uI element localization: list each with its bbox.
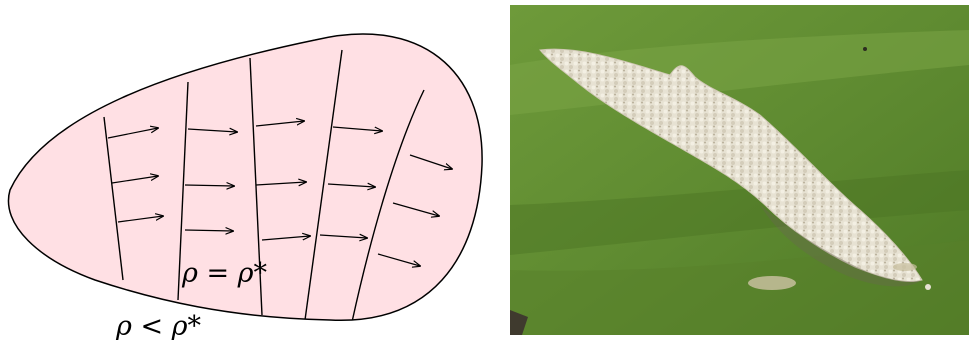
lone-animal bbox=[925, 284, 931, 290]
lone-animal bbox=[863, 47, 867, 51]
label-outside-density: ρ < ρ* bbox=[115, 311, 202, 340]
bare-patch bbox=[748, 276, 796, 290]
density-diagram: ρ = ρ* ρ < ρ* bbox=[0, 0, 500, 340]
label-inside-density: ρ = ρ* bbox=[181, 258, 268, 289]
sheep-flock-photo bbox=[510, 5, 969, 335]
bare-patch bbox=[893, 263, 917, 271]
